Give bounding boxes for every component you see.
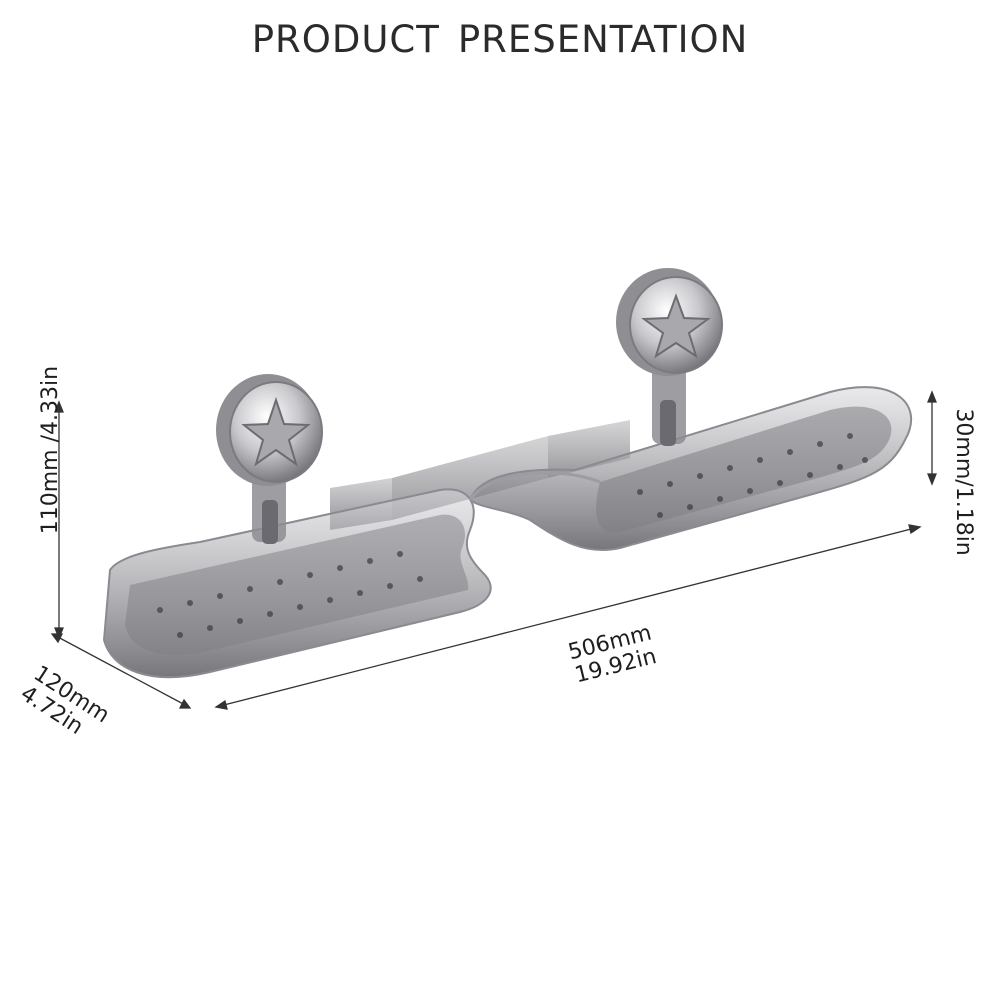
arrow-icon — [214, 699, 228, 710]
length-dimension-line — [219, 527, 916, 707]
depth-dimension-line — [55, 635, 188, 707]
arrow-icon — [927, 473, 937, 486]
arrow-icon — [178, 698, 192, 709]
title-word-2: PRESENTATION — [457, 18, 749, 61]
arrow-icon — [54, 627, 64, 640]
title-word-1: PRODUCT — [251, 18, 440, 61]
thickness-label: 30mm/1.18in — [951, 408, 977, 556]
shelf-tray — [102, 386, 913, 679]
right-suction-mount — [616, 268, 723, 446]
arrow-icon — [54, 400, 64, 413]
star-icon — [641, 293, 711, 359]
arrow-icon — [908, 524, 922, 535]
arrow-icon — [927, 390, 937, 403]
dimension-lines — [50, 390, 937, 710]
left-suction-mount — [216, 374, 323, 544]
star-icon — [241, 396, 311, 467]
page-title: PRODUCT PRESENTATION — [0, 18, 1000, 61]
height-label: 110mm /4.33in — [37, 365, 63, 535]
arrow-icon — [50, 633, 64, 644]
